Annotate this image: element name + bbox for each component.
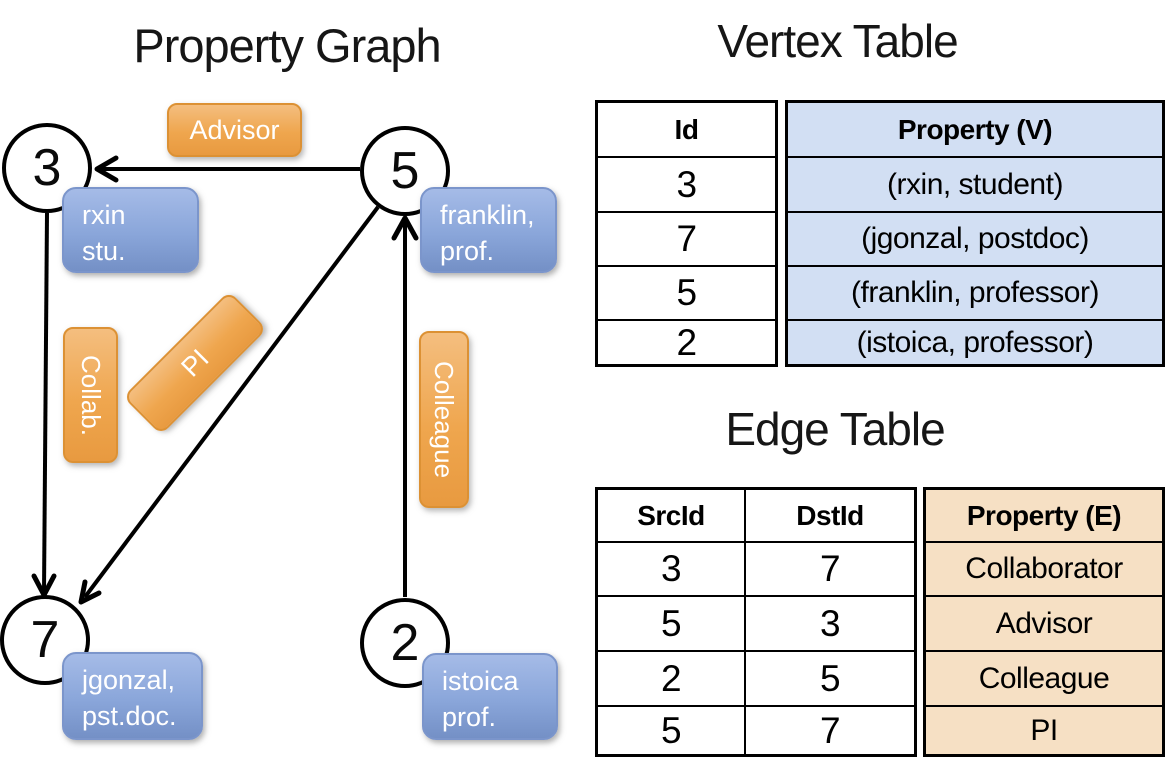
table-cell: 5 xyxy=(744,650,914,705)
table-cell: PI xyxy=(926,705,1162,754)
table-cell: (jgonzal, postdoc) xyxy=(788,211,1162,265)
pill-line: prof. xyxy=(440,236,495,266)
edge-label-pill-collab: Collab. xyxy=(63,327,118,463)
edge-3-7-line xyxy=(42,212,49,593)
edge-label-pill-colleague: Colleague xyxy=(419,331,469,508)
pill-label: Advisor xyxy=(189,114,280,145)
pill-label: Colleague xyxy=(429,360,460,479)
table-cell: 2 xyxy=(598,319,775,364)
pill-line: prof. xyxy=(442,702,497,732)
edge-5-7-arrowhead-icon xyxy=(78,579,102,605)
table-cell: (istoica, professor) xyxy=(788,319,1162,364)
table-cell: (rxin, student) xyxy=(788,156,1162,211)
table-cell: Advisor xyxy=(926,595,1162,650)
pill-line: stu. xyxy=(82,236,126,266)
pill-line: franklin, xyxy=(440,200,535,230)
vertex-table-id-column: Id 3 7 5 2 xyxy=(595,100,778,367)
edge-table-id-columns: SrcId DstId 3 7 5 3 2 5 5 7 xyxy=(595,487,917,757)
vertex-property-pill-istoica: istoica prof. xyxy=(422,653,558,740)
edge-5-3-arrowhead-icon xyxy=(94,155,119,183)
graph-edges xyxy=(31,155,419,605)
vertex-table-title: Vertex Table xyxy=(717,15,958,67)
column-header: Id xyxy=(674,113,699,145)
table-cell: 5 xyxy=(598,705,744,754)
pill-line: rxin xyxy=(82,200,126,230)
table-cell: 7 xyxy=(744,705,914,754)
edge-label-pill-advisor: Advisor xyxy=(167,103,302,157)
table-cell: Colleague xyxy=(926,650,1162,705)
table-cell: 7 xyxy=(744,541,914,595)
column-header: Property (V) xyxy=(788,103,1162,156)
edge-5-7-line xyxy=(83,205,380,599)
edge-2-5-arrowhead-icon xyxy=(391,215,419,241)
vertex-id-label: 2 xyxy=(390,614,420,672)
property-graph-title: Property Graph xyxy=(133,19,441,72)
vertex-id-label: 7 xyxy=(30,611,60,669)
edge-table-property-column: Property (E) Collaborator Advisor Collea… xyxy=(923,487,1165,757)
column-header: DstId xyxy=(744,490,914,541)
vertex-property-pill-franklin: franklin, prof. xyxy=(420,187,557,273)
table-cell: (franklin, professor) xyxy=(788,265,1162,319)
table-cell: 3 xyxy=(598,541,744,595)
vertex-id-label: 3 xyxy=(32,139,62,197)
table-cell: 7 xyxy=(598,211,775,265)
table-cell: 5 xyxy=(598,265,775,319)
column-header: SrcId xyxy=(637,499,705,531)
vertex-id-label: 5 xyxy=(390,142,420,200)
vertex-property-pill-jgonzal: jgonzal, pst.doc. xyxy=(62,652,203,740)
vertex-property-pill-rxin: rxin stu. xyxy=(62,187,199,273)
table-cell: 5 xyxy=(598,595,744,650)
pill-line: jgonzal, xyxy=(82,665,176,695)
pill-label: Collab. xyxy=(76,354,106,436)
table-cell: 2 xyxy=(598,650,744,705)
pill-line: istoica xyxy=(442,666,519,696)
vertex-table-property-column: Property (V) (rxin, student) (jgonzal, p… xyxy=(785,100,1165,367)
table-cell: Collaborator xyxy=(926,541,1162,595)
table-cell: 3 xyxy=(744,595,914,650)
edge-table-title: Edge Table xyxy=(725,403,945,455)
column-header: Property (E) xyxy=(926,490,1162,541)
pill-line: pst.doc. xyxy=(82,701,177,731)
table-cell: 3 xyxy=(598,156,775,211)
pill-label: PI xyxy=(175,343,215,383)
vertex-circle-2: 2 xyxy=(360,598,450,688)
